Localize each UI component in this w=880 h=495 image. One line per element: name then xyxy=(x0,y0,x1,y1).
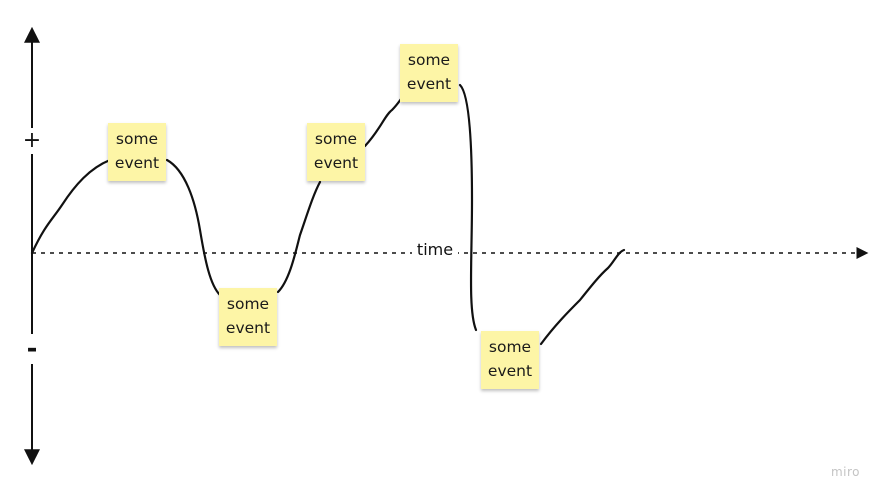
miro-watermark: miro xyxy=(830,465,860,479)
journey-curve xyxy=(30,83,626,346)
event-line1: some xyxy=(314,130,358,148)
event-line1: some xyxy=(226,295,270,313)
event-sticky-note[interactable]: some event xyxy=(481,331,539,389)
time-axis-label: time xyxy=(412,240,458,260)
event-line1: some xyxy=(488,338,532,356)
event-sticky-note[interactable]: some event xyxy=(307,123,365,181)
event-sticky-note[interactable]: some event xyxy=(108,123,166,181)
event-line2: event xyxy=(225,319,271,337)
event-line2: event xyxy=(487,362,533,380)
event-line1: some xyxy=(115,130,159,148)
minus-sign: - xyxy=(21,334,43,364)
event-line1: some xyxy=(407,51,451,69)
event-line2: event xyxy=(406,75,452,93)
event-line2: event xyxy=(114,154,160,172)
event-line2: event xyxy=(313,154,359,172)
plus-sign: + xyxy=(21,128,43,154)
event-sticky-note[interactable]: some event xyxy=(219,288,277,346)
event-sticky-note[interactable]: some event xyxy=(400,44,458,102)
